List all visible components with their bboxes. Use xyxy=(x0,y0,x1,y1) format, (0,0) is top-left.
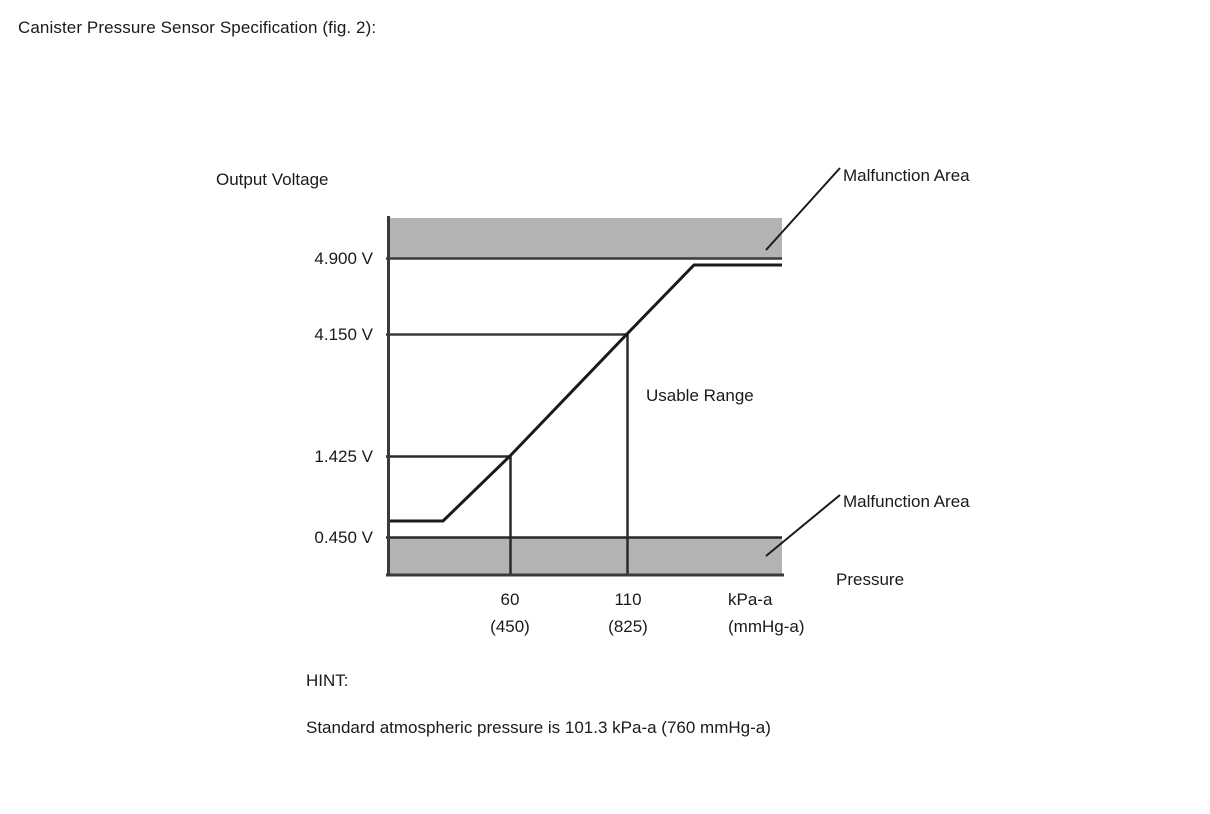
hint-text: Standard atmospheric pressure is 101.3 k… xyxy=(306,718,771,737)
malfunction-band-upper xyxy=(388,218,782,258)
y-axis-title: Output Voltage xyxy=(216,170,329,189)
x-unit-label-mmhg: (mmHg-a) xyxy=(728,617,805,636)
sensor-output-curve xyxy=(388,263,782,523)
hint-block: HINT: Standard atmospheric pressure is 1… xyxy=(306,672,771,736)
x-unit-label-kpa: kPa-a xyxy=(728,590,773,609)
x-tick-label-60-mmhg: (450) xyxy=(490,617,530,636)
annotation-malfunction-upper: Malfunction Area xyxy=(843,166,970,185)
y-tick-label-4900v: 4.900 V xyxy=(314,249,373,268)
page-title: Canister Pressure Sensor Specification (… xyxy=(18,18,377,37)
x-tick-label-110: 110 xyxy=(614,590,642,609)
x-axis-title: Pressure xyxy=(836,570,905,589)
annotation-malfunction-lower: Malfunction Area xyxy=(843,492,970,511)
y-tick-label-1425v: 1.425 V xyxy=(314,447,373,466)
y-tick-label-450v: 0.450 V xyxy=(314,528,373,547)
annotation-usable-range: Usable Range xyxy=(646,386,754,405)
x-tick-label-60: 60 xyxy=(500,590,520,609)
y-tick-label-4150v: 4.150 V xyxy=(314,325,373,344)
malfunction-band-lower xyxy=(388,538,782,575)
leader-line-malfunction-upper xyxy=(765,167,841,251)
x-tick-label-110-mmhg: (825) xyxy=(608,617,648,636)
leader-line-malfunction-lower xyxy=(765,494,841,557)
hint-label: HINT: xyxy=(306,671,349,690)
